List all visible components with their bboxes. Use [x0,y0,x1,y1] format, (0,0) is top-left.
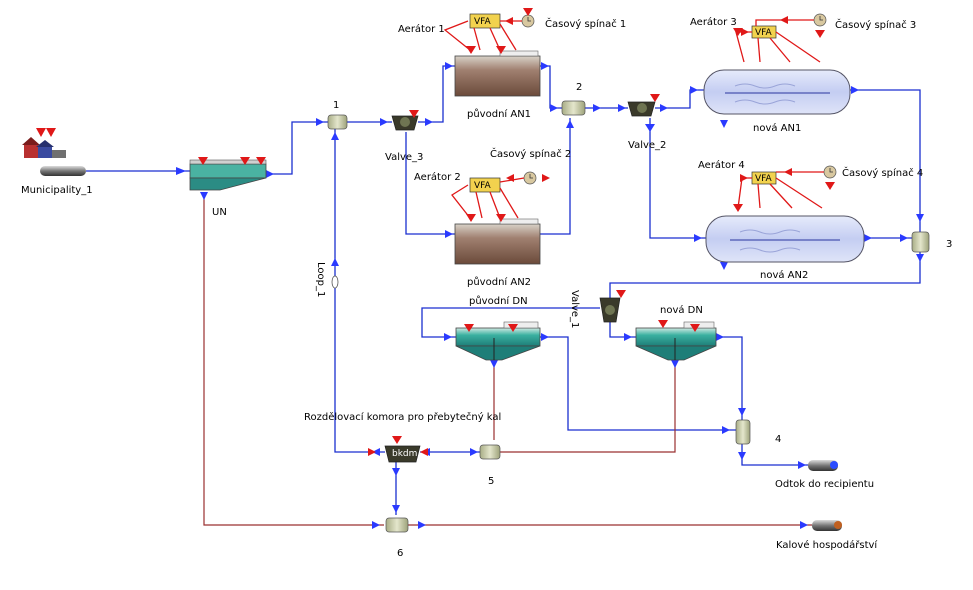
timer-3[interactable]: Časový spínač 3 [755,13,916,38]
mixer-2[interactable]: 2 [561,82,586,116]
valve-3[interactable]: Valve_3 [385,110,423,163]
tank-an1-new[interactable]: nová AN1 [703,69,851,134]
pipe-an1new-mixer3 [850,89,921,232]
pipe-un-mixer1 [266,121,328,175]
sludge-treatment-label: Kalové hospodářství [776,539,878,551]
timer-1[interactable]: Časový spínač 1 [500,8,626,30]
outflow-recipient[interactable]: Odtok do recipientu [775,460,874,490]
aerator-1[interactable]: VFA Aerátor 1 [398,13,517,54]
pipe-valve1-dnnew [609,322,636,338]
municipality-label: Municipality_1 [21,185,93,196]
vfa-badge-2: VFA [474,181,492,191]
clarifier-dn-original[interactable]: původní DN [455,295,541,361]
vfa-badge-1: VFA [474,17,492,27]
mixer-5-label: 5 [488,476,494,487]
dn-new-label: nová DN [660,304,703,316]
loop-1-label: Loop_1 [315,262,326,297]
pipe-an1old-mixer2 [540,65,562,109]
pipe-valve2-an2new [649,118,706,239]
aerator-3[interactable]: VFA Aerátor 3 [690,16,821,63]
aerator-3-label: Aerátor 3 [690,16,737,28]
an1-new-label: nová AN1 [753,122,801,134]
sludge-pipes [203,192,812,526]
pipe-mixer4-outflow [741,444,810,466]
pipe-loop1 [334,128,385,453]
valve-3-label: Valve_3 [385,152,423,163]
timer-2-label: Časový spínač 2 [490,147,571,160]
valve-1[interactable]: Valve_1 [569,290,626,328]
pipe-dnold-mixer4 [540,336,738,431]
sludge-treatment[interactable]: Kalové hospodářství [776,520,878,551]
aerator-2-label: Aerátor 2 [414,171,461,183]
mixer-2-label: 2 [576,82,582,93]
vfa-badge-3: VFA [755,28,773,38]
mixer-5[interactable]: 5 [479,444,501,487]
vfa-badge-4: VFA [755,174,773,184]
mixer-3-label: 3 [946,239,952,250]
aerator-4[interactable]: VFA Aerátor 4 [698,159,823,212]
mixer-4[interactable]: 4 [735,419,781,445]
valve-2-label: Valve_2 [628,140,666,151]
mixer-1[interactable]: 1 [327,100,348,130]
timer-3-label: Časový spínač 3 [835,18,916,31]
valve-1-label: Valve_1 [569,290,580,328]
mixer-6[interactable]: 6 [385,517,409,559]
pipe-valve3-an2old [405,132,455,235]
mixer-6-label: 6 [397,548,403,559]
tank-an1-original[interactable]: původní AN1 [454,50,541,120]
timer-4-label: Časový spínač 4 [842,166,923,179]
splitter-label: Rozdělovací komora pro přebytečný kal [304,411,501,423]
pipe-valve1-dnold [421,307,600,338]
aerator-4-label: Aerátor 4 [698,159,745,171]
sludge-splitter[interactable]: bkdm Rozdělovací komora pro přebytečný k… [304,411,501,463]
sludge-un-mixer6 [203,192,384,526]
pipe-mixer3-valve1 [609,252,921,298]
pipe-valve3-an1old [418,65,455,123]
mixer-1-label: 1 [333,100,339,111]
tank-an2-original[interactable]: původní AN2 [454,218,541,288]
un-label: UN [212,207,227,218]
pipe-an2old-mixer2 [540,118,571,235]
primary-clarifier-un[interactable]: UN [189,157,267,218]
pipe-dnnew-mixer4 [715,336,743,420]
splitter-badge: bkdm [392,449,417,459]
an1-original-label: původní AN1 [467,108,531,120]
flow-arrows [176,62,924,529]
an2-new-label: nová AN2 [760,269,808,281]
mixer-4-label: 4 [775,434,781,445]
tank-an2-new[interactable]: nová AN2 [705,215,865,281]
aerator-1-label: Aerátor 1 [398,23,445,35]
an2-original-label: původní AN2 [467,276,531,288]
mixer-3[interactable]: 3 [911,231,952,253]
valve-2[interactable]: Valve_2 [627,94,666,151]
dn-original-label: původní DN [469,295,528,307]
timer-2[interactable]: Časový spínač 2 [490,147,571,185]
sludge-dnnew-mixer5 [500,362,676,453]
municipality-1[interactable]: Municipality_1 [21,128,93,196]
clarifier-dn-new[interactable]: nová DN [635,304,717,361]
outflow-label: Odtok do recipientu [775,479,874,490]
timer-1-label: Časový spínač 1 [545,17,626,30]
loop-1[interactable]: Loop_1 [315,262,339,297]
aerator-2[interactable]: VFA Aerátor 2 [414,171,519,222]
timer-4[interactable]: Časový spínač 4 [776,165,923,190]
